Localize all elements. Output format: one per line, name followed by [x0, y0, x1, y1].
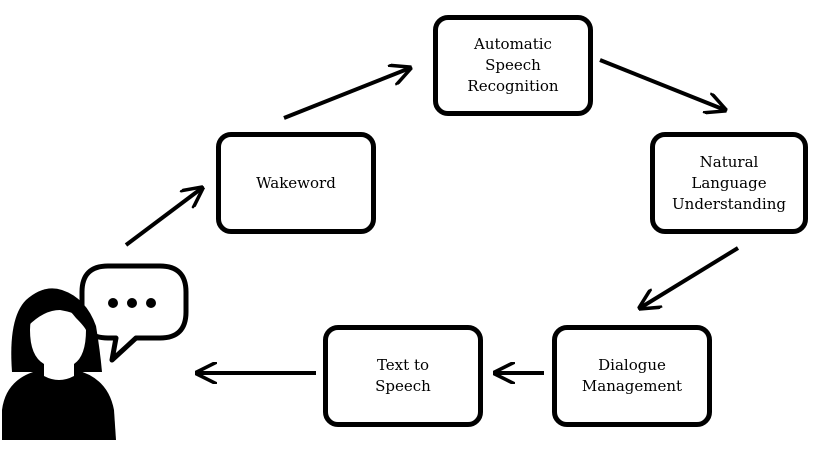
arrow-user-to-wakeword [124, 188, 202, 247]
arrow-asr-to-nlu [599, 58, 725, 110]
node-natural-language-understanding: Natural Language Understanding [650, 132, 808, 234]
node-text-to-speech: Text to Speech [323, 325, 483, 427]
speech-bubble-icon [79, 263, 189, 363]
person-with-speech-bubble-icon [2, 263, 189, 440]
arrow-wakeword-to-asr [283, 68, 410, 120]
node-wakeword: Wakeword [216, 132, 376, 234]
node-automatic-speech-recognition: Automatic Speech Recognition [433, 15, 593, 116]
node-dialogue-management: Dialogue Management [552, 325, 712, 427]
arrow-nlu-to-dm [640, 246, 740, 308]
